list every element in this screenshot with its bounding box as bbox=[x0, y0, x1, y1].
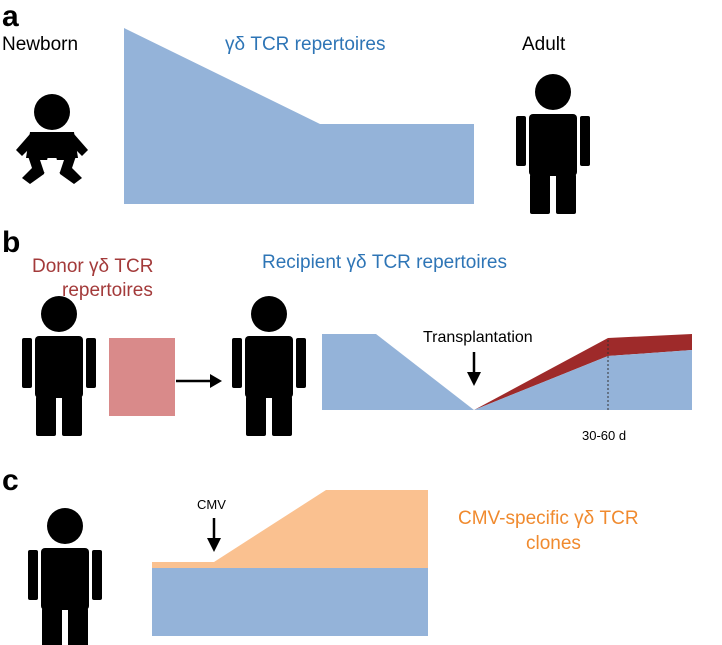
donor-label-line2: repertoires bbox=[62, 280, 153, 301]
panel-b: b Donor γδ TCR repertoires Recipient γδ … bbox=[2, 226, 692, 443]
transplantation-label: Transplantation bbox=[423, 329, 533, 346]
panel-letter-c: c bbox=[2, 464, 19, 497]
repertoire-label: γδ TCR repertoires bbox=[225, 34, 386, 55]
cmv-label: CMV bbox=[197, 497, 226, 512]
transplantation-down-arrow-icon bbox=[467, 352, 481, 386]
recipient-blue-area bbox=[322, 334, 474, 410]
donor-repertoire-box bbox=[109, 338, 175, 416]
recovered-blue-area bbox=[474, 350, 692, 410]
newborn-label: Newborn bbox=[2, 34, 78, 55]
donor-derived-dark-area bbox=[474, 334, 692, 410]
donor-person-icon bbox=[22, 296, 96, 436]
adult-person-icon bbox=[516, 74, 590, 214]
newborn-to-adult-repertoire-area bbox=[124, 28, 474, 204]
adult-label: Adult bbox=[522, 34, 566, 55]
cmv-clone-area bbox=[152, 490, 428, 568]
panel-letter-a: a bbox=[2, 0, 19, 33]
recipient-repertoire-chart bbox=[322, 334, 692, 410]
panel-c: c CMV CMV-specific γδ TCR clones bbox=[2, 464, 639, 645]
right-arrow-icon bbox=[176, 374, 222, 388]
cmv-down-arrow-icon bbox=[207, 518, 221, 552]
panel-a: a Newborn Adult γδ TCR repertoires bbox=[2, 0, 590, 214]
recipient-label: Recipient γδ TCR repertoires bbox=[262, 252, 507, 273]
baseline-repertoire-area bbox=[152, 568, 428, 636]
panel-letter-b: b bbox=[2, 226, 20, 259]
recipient-person-icon bbox=[232, 296, 306, 436]
cmv-clones-label-line2: clones bbox=[526, 533, 581, 554]
time-label: 30-60 d bbox=[582, 428, 626, 443]
cmv-clones-label-line1: CMV-specific γδ TCR bbox=[458, 508, 639, 529]
baby-icon bbox=[16, 94, 88, 184]
person-icon-c bbox=[28, 508, 102, 645]
donor-label-line1: Donor γδ TCR bbox=[32, 256, 153, 277]
